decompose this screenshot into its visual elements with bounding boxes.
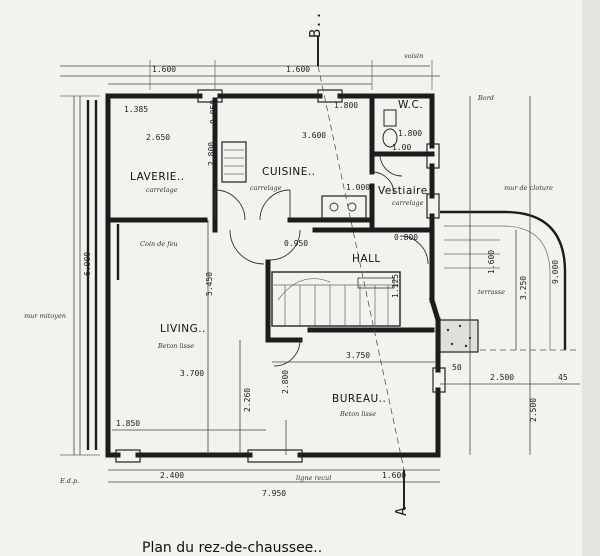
dim-living-1850: 1.850: [116, 419, 140, 428]
window-markers: [115, 89, 446, 463]
dim-wc-w: 1.800: [334, 101, 358, 110]
room-vestiaire-label: Vestiaire: [378, 185, 428, 197]
curved-terrace: [439, 210, 580, 353]
annotation-mur-mitoyen: mur mitoyen: [24, 312, 66, 320]
dim-laverie-h: 2.800: [207, 142, 216, 166]
dim-step-1125: 1.125: [391, 274, 400, 298]
dim-hall-0800: 0.800: [394, 233, 418, 242]
room-wc-label: W.C.: [398, 99, 423, 111]
annotation-mur-cloture: mur de cloture: [504, 184, 553, 192]
floor-note-bureau: Beton lisse: [339, 410, 376, 418]
dim-1385: 1.385: [124, 105, 148, 114]
room-laverie-label: LAVERIE..: [130, 171, 185, 183]
dim-right-2500b: 2.500: [529, 398, 538, 422]
dim-right-2500: 2.500: [490, 373, 514, 382]
wc-fixtures: [382, 109, 398, 148]
room-bureau-label: BUREAU..: [332, 393, 386, 405]
dim-r45: 45: [558, 373, 568, 382]
annotation-voisin: voisin: [404, 52, 423, 60]
dim-laverie-w: 2.650: [146, 133, 170, 142]
annotation-terrasse: terrasse: [478, 288, 505, 296]
dim-bottom-total: 7.950: [262, 489, 286, 498]
dim-bottom-2400: 2.400: [160, 471, 184, 480]
dim-cuis-h: 1.000: [346, 183, 370, 192]
interior-walls: [105, 93, 442, 343]
door-swings: [214, 153, 429, 367]
room-hall-label: HALL: [352, 253, 381, 265]
room-living-label: LIVING..: [160, 323, 206, 335]
tick-marks: [60, 60, 433, 456]
dim-bureau-h: 2.800: [281, 370, 290, 394]
floor-note-laverie: carrelage: [146, 186, 178, 194]
room-cuisine-label: CUISINE..: [262, 166, 316, 178]
dim-v-left: 6.900: [83, 252, 92, 276]
dim-right-9000: 9.000: [551, 260, 560, 284]
annotation-edge: E.d.p.: [59, 477, 79, 485]
dim-living-h: 5.450: [205, 272, 214, 296]
dim-bureau-2260: 2.260: [243, 388, 252, 412]
dimension-lines: [60, 65, 580, 483]
annotation-ligne-recul: ligne recul: [296, 474, 331, 482]
dim-top-left: 1.600: [152, 65, 176, 74]
dim-cuisine-w: 3.600: [302, 131, 326, 140]
dim-0850: 0.850: [209, 100, 218, 124]
dim-right-3250: 3.250: [519, 276, 528, 300]
annotation-bord: Bord: [477, 94, 494, 102]
dim-wc-w2: 1.800: [398, 129, 422, 138]
exterior-walls: [105, 93, 441, 458]
section-b-label: B..: [306, 11, 324, 38]
dim-living-w: 3.700: [180, 369, 204, 378]
floor-note-vestiaire: carrelage: [392, 199, 424, 207]
dim-hall-1600: 1.600: [487, 250, 496, 274]
section-line: [317, 36, 405, 510]
dim-bottom-1600: 1.600: [382, 471, 406, 480]
plan-title: Plan du rez-de-chaussee..: [142, 540, 322, 556]
floor-note-corner: Coin de feu: [140, 240, 178, 248]
floor-note-cuisine: carrelage: [250, 184, 282, 192]
dim-bureau-w: 3.750: [346, 351, 370, 360]
staircase: [271, 271, 401, 327]
dim-top-mid: 1.600: [286, 65, 310, 74]
paper-edge-shadow: [582, 0, 600, 556]
dim-r50: 50: [452, 363, 462, 372]
dim-hall-0950: 0.950: [284, 239, 308, 248]
dim-s100: 1.00: [392, 143, 411, 152]
floor-note-living: Beton lisse: [157, 342, 194, 350]
section-a-label: A: [392, 507, 410, 516]
left-boundary-wall: [86, 100, 98, 450]
